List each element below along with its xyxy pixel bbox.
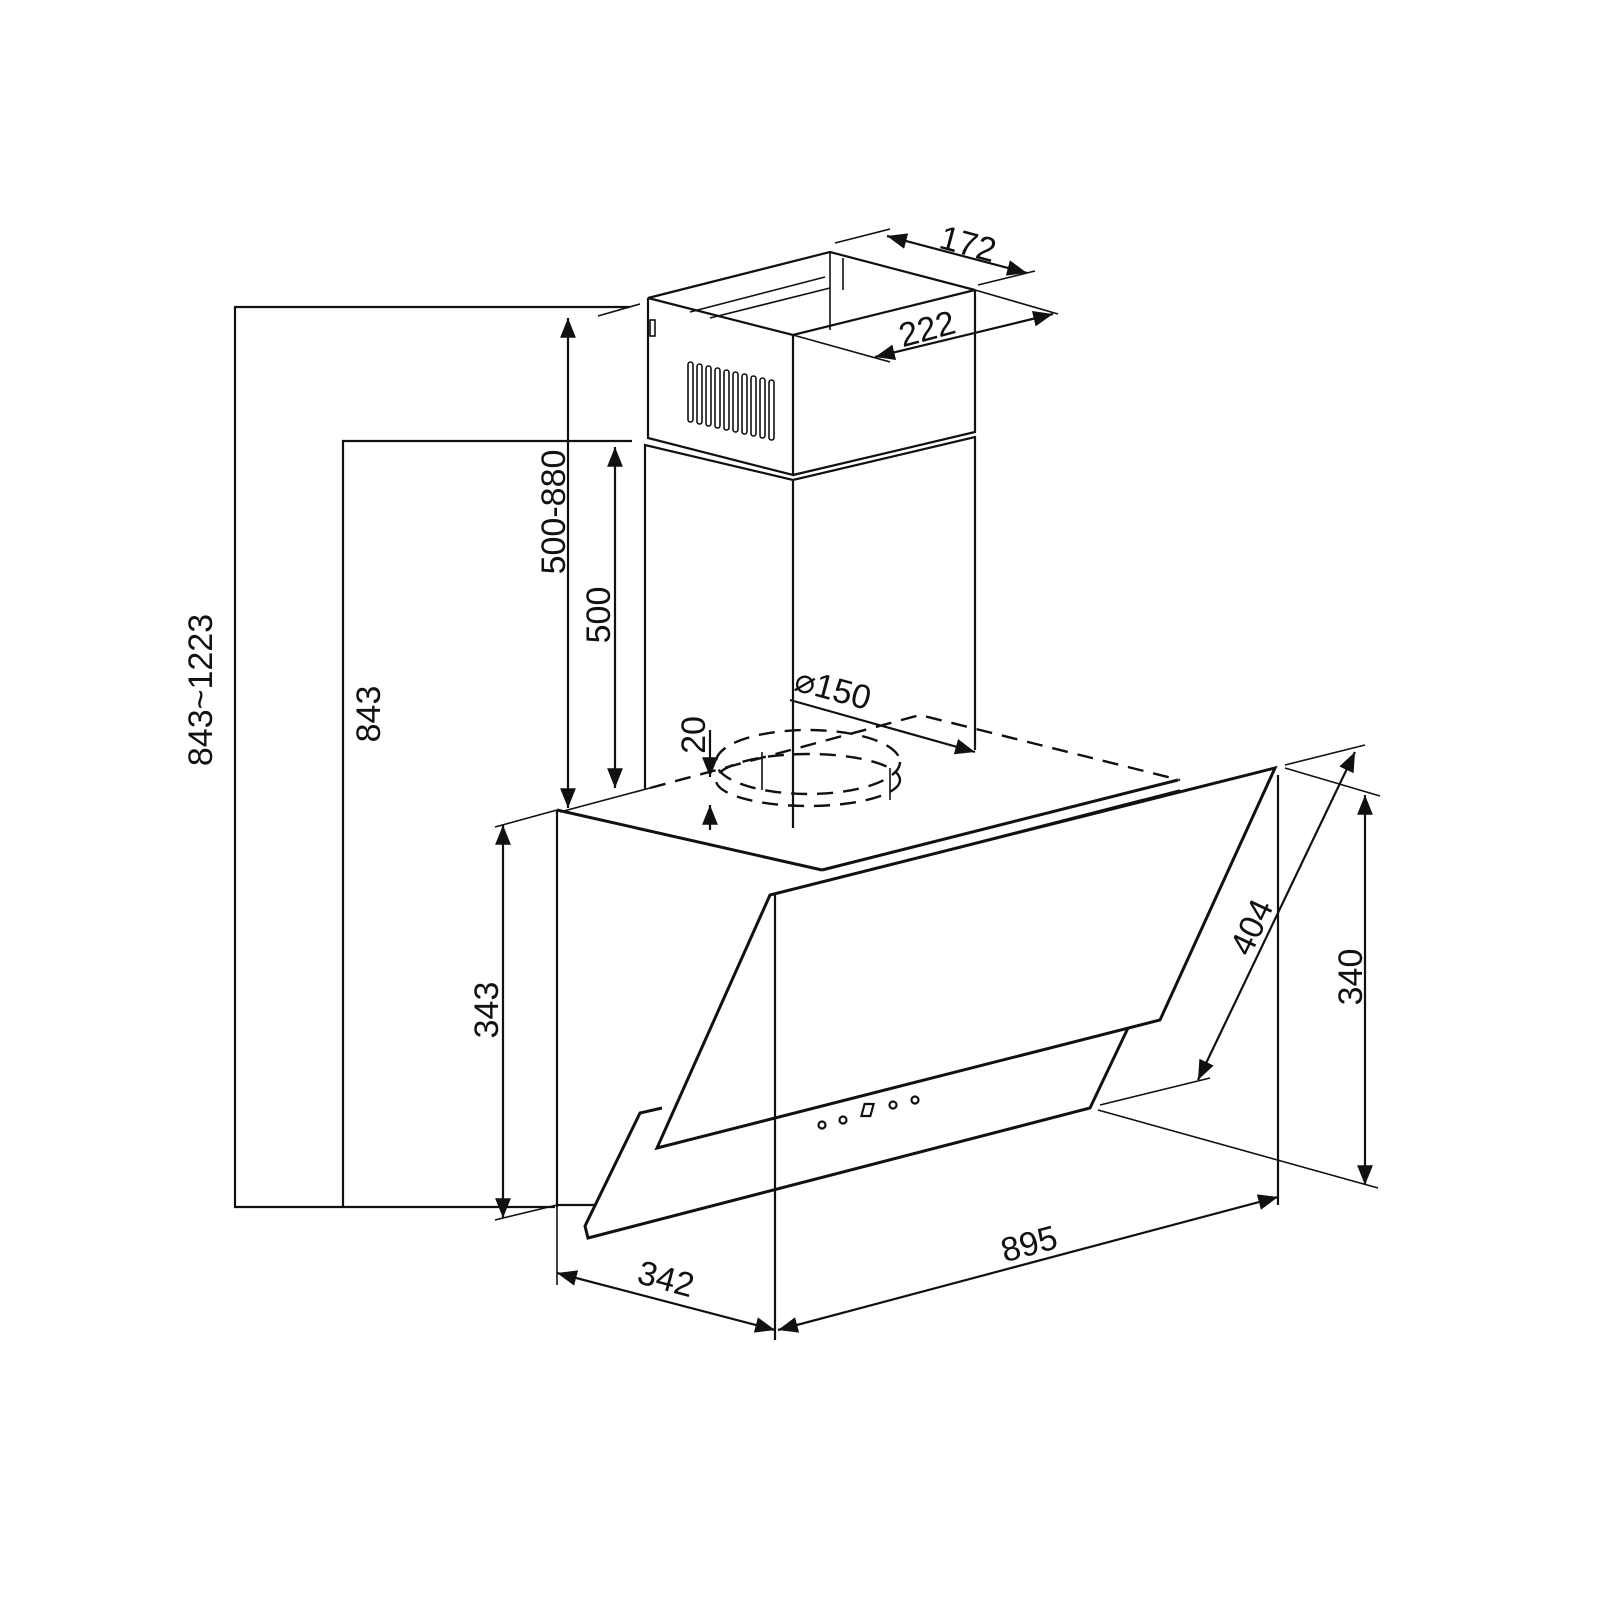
duct-collar bbox=[714, 728, 902, 808]
label-glass-length: 404 bbox=[1223, 894, 1281, 961]
label-body-height: 343 bbox=[468, 982, 506, 1039]
total-height-bracket bbox=[233, 303, 641, 1209]
label-body-depth: 342 bbox=[634, 1254, 699, 1305]
label-min-height: 843 bbox=[350, 686, 388, 743]
lower-chimney bbox=[643, 435, 977, 828]
control-buttons bbox=[817, 1095, 920, 1130]
label-duct-offset: 20 bbox=[675, 716, 713, 754]
control-button[interactable] bbox=[817, 1120, 827, 1130]
upper-chimney bbox=[646, 250, 977, 477]
label-glass-height: 340 bbox=[1332, 949, 1370, 1006]
control-button[interactable] bbox=[888, 1100, 898, 1110]
label-chimney-range: 500-880 bbox=[535, 450, 573, 575]
display-icon bbox=[859, 1102, 876, 1118]
label-duct-diameter: ⌀150 bbox=[791, 661, 875, 718]
hood-top-plate bbox=[556, 713, 1181, 881]
label-body-width: 895 bbox=[997, 1219, 1062, 1270]
min-height-bracket bbox=[341, 439, 632, 1207]
vent-slots bbox=[687, 361, 775, 441]
glass-panel bbox=[654, 765, 1278, 1151]
control-button[interactable] bbox=[838, 1115, 848, 1125]
label-total-height: 843~1223 bbox=[182, 614, 220, 766]
label-chimney-width: 222 bbox=[895, 304, 960, 355]
label-chimney-lower: 500 bbox=[580, 587, 618, 644]
hood-body bbox=[555, 765, 1280, 1340]
dim-lines bbox=[494, 228, 1381, 1333]
label-chimney-depth: 172 bbox=[936, 219, 1001, 270]
control-button[interactable] bbox=[910, 1095, 920, 1105]
lower-panel bbox=[583, 1027, 1130, 1240]
